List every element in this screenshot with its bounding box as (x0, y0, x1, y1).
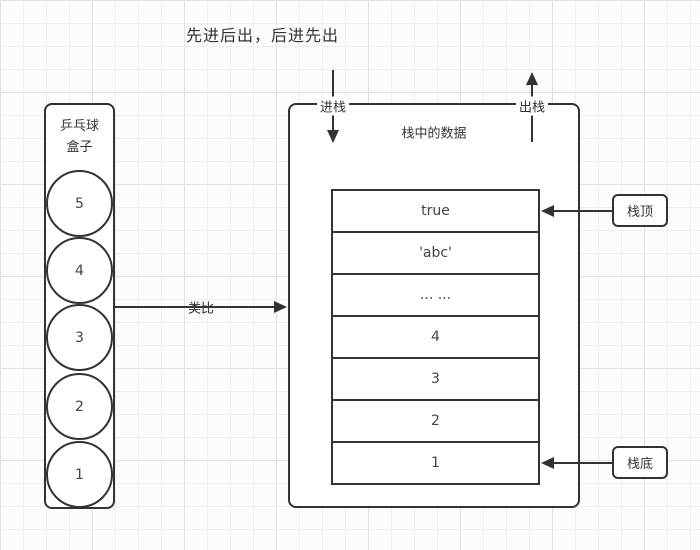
ball-box-label: 乒乓球 盒子 (46, 116, 113, 159)
analogy-arrowhead-icon (274, 301, 287, 313)
stack-bottom-callout: 栈底 (612, 446, 668, 479)
stack-cell-2: 2 (333, 401, 538, 443)
stack-top-callout: 栈顶 (612, 194, 668, 227)
stack-cell-1: 1 (431, 455, 440, 471)
stack-bottom-arrow-line (552, 462, 612, 464)
stack-table: true 'abc' ... ... 4 3 2 1 (331, 189, 540, 485)
ball-box-label-line1: 乒乓球 (59, 119, 99, 134)
stack-bottom-arrowhead-icon (541, 457, 554, 469)
ball-3: 3 (46, 304, 113, 371)
ball-2: 2 (46, 373, 113, 440)
pop-label: 出栈 (515, 96, 549, 116)
pop-arrowhead-icon (526, 72, 538, 85)
analogy-label: 类比 (187, 301, 215, 317)
analogy-arrow-line (115, 306, 277, 308)
stack-top-arrow-line (552, 210, 612, 212)
push-arrowhead-icon (327, 130, 339, 143)
stack-cell-3: 3 (333, 359, 538, 401)
push-label: 进栈 (316, 96, 350, 116)
diagram-title: 先进后出，后进先出 (186, 26, 340, 45)
stack-cell-abc: 'abc' (333, 233, 538, 275)
ball-5: 5 (46, 170, 113, 237)
ball-1: 1 (46, 441, 113, 508)
ball-4: 4 (46, 237, 113, 304)
stack-cell-dots: ... ... (333, 275, 538, 317)
ball-box-label-line2: 盒子 (66, 140, 93, 156)
stack-top-arrowhead-icon (541, 205, 554, 217)
stack-box-title: 栈中的数据 (401, 126, 467, 142)
stack-cell-true: true (333, 191, 538, 233)
stack-cell-4: 4 (333, 317, 538, 359)
